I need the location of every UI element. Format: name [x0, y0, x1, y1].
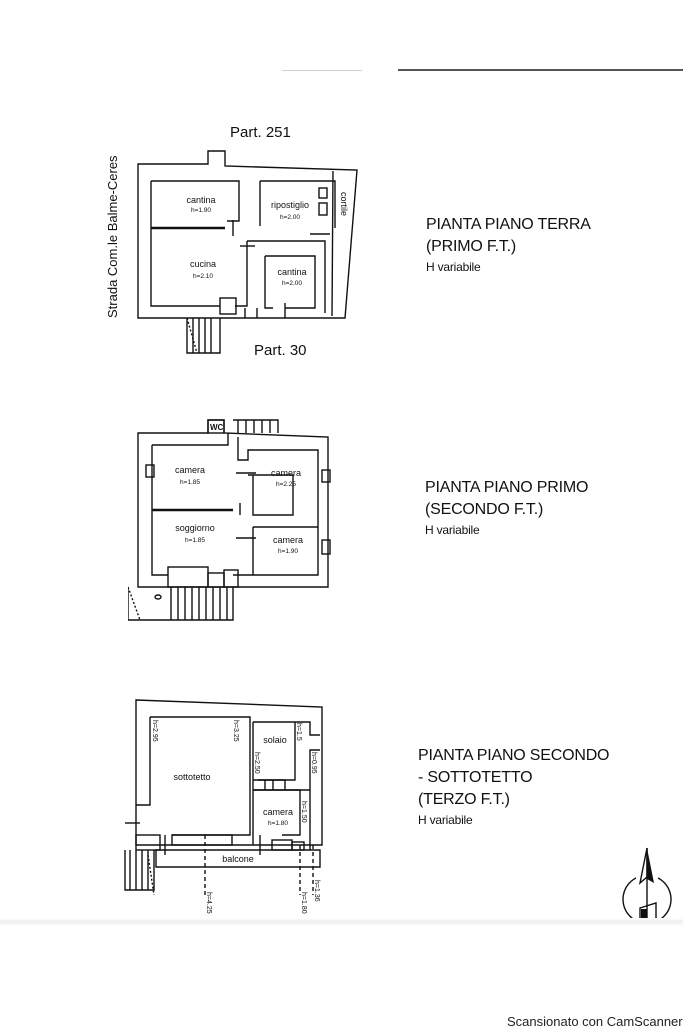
second-floor-title: PIANTA PIANO SECONDO - SOTTOTETTO (TERZO… [418, 745, 610, 829]
courtyard-label: cortile [339, 192, 349, 216]
second-floor-note: H variabile [418, 813, 473, 827]
height-mark-sottotetto-right: h=3.25 [232, 720, 239, 742]
room-label-camera: camera [263, 807, 293, 817]
ground-floor-note: H variabile [426, 260, 481, 274]
room-label-sottotetto: sottotetto [173, 772, 210, 782]
height-mark-camera-right: h=1.50 [300, 801, 307, 823]
ground-floor-title-line2: (PRIMO F.T.) [426, 238, 517, 255]
room-height-cantina-2: h=2.00 [282, 280, 302, 287]
room-label-cucina: cucina [190, 259, 216, 269]
room-height-ripostiglio: h=2.00 [280, 214, 300, 221]
room-label-solaio: solaio [263, 735, 287, 745]
height-mark-below-3: h=1.36 [313, 880, 320, 902]
room-label-cantina-2: cantina [277, 267, 306, 277]
north-arrow-icon [622, 843, 672, 933]
ground-floor-title: PIANTA PIANO TERRA (PRIMO F.T.) H variab… [426, 214, 591, 276]
scan-band [0, 918, 683, 926]
room-label-soggiorno: soggiorno [175, 523, 215, 533]
height-mark-below-2: h=1.80 [300, 892, 307, 914]
second-floor-title-line2: - SOTTOTETTO [418, 769, 533, 786]
room-height-cantina-1: h=1.90 [191, 207, 211, 214]
room-height-soggiorno: h=1.85 [185, 537, 205, 544]
balcony-label: balcone [222, 854, 254, 864]
room-height-camera-1: h=1.85 [180, 479, 200, 486]
first-floor-title: PIANTA PIANO PRIMO (SECONDO F.T.) H vari… [425, 477, 588, 539]
height-mark-sottotetto-left: h=2.95 [151, 720, 158, 742]
top-rule-long [398, 69, 683, 71]
wc-label: WC [210, 423, 224, 432]
height-mark-below-1: h=4.25 [205, 892, 212, 914]
first-floor-note: H variabile [425, 523, 480, 537]
height-mark-solaio-left: h=2.50 [253, 752, 260, 774]
first-floor-title-line1: PIANTA PIANO PRIMO [425, 479, 589, 496]
room-height-cucina: h=2.10 [193, 273, 213, 280]
room-label-camera-1: camera [175, 465, 205, 475]
north-boundary-label: Part. 251 [230, 124, 291, 141]
room-height-camera-3: h=1.90 [278, 548, 298, 555]
ground-floor-plan: cantina h=1.90 ripostiglio h=2.00 cucina… [135, 148, 365, 358]
scanner-watermark: Scansionato con CamScanner [507, 1014, 683, 1029]
second-floor-title-line1: PIANTA PIANO SECONDO [418, 747, 610, 764]
room-height-camera-2: h=2.25 [276, 481, 296, 488]
room-label-camera-3: camera [273, 535, 303, 545]
road-label: Strada Com.le Balme-Ceres [105, 155, 120, 318]
top-rule-short [282, 70, 362, 71]
room-label-camera-2: camera [271, 468, 301, 478]
south-boundary-label: Part. 30 [254, 342, 307, 359]
ground-floor-title-line1: PIANTA PIANO TERRA [426, 216, 591, 233]
room-height-camera: h=1.80 [268, 820, 288, 827]
height-mark-solaio-top: h=1.5 [295, 723, 302, 741]
room-label-cantina-1: cantina [186, 195, 215, 205]
first-floor-plan: WC camera h=1.85 camera h=2.25 soggiorno… [128, 415, 338, 625]
first-floor-title-line2: (SECONDO F.T.) [425, 501, 544, 518]
second-floor-plan: sottotetto solaio camera h=1.80 balcone … [110, 695, 340, 925]
room-label-ripostiglio: ripostiglio [271, 200, 309, 210]
second-floor-title-line3: (TERZO F.T.) [418, 791, 510, 808]
height-mark-solaio-right: h=0.95 [310, 752, 317, 774]
